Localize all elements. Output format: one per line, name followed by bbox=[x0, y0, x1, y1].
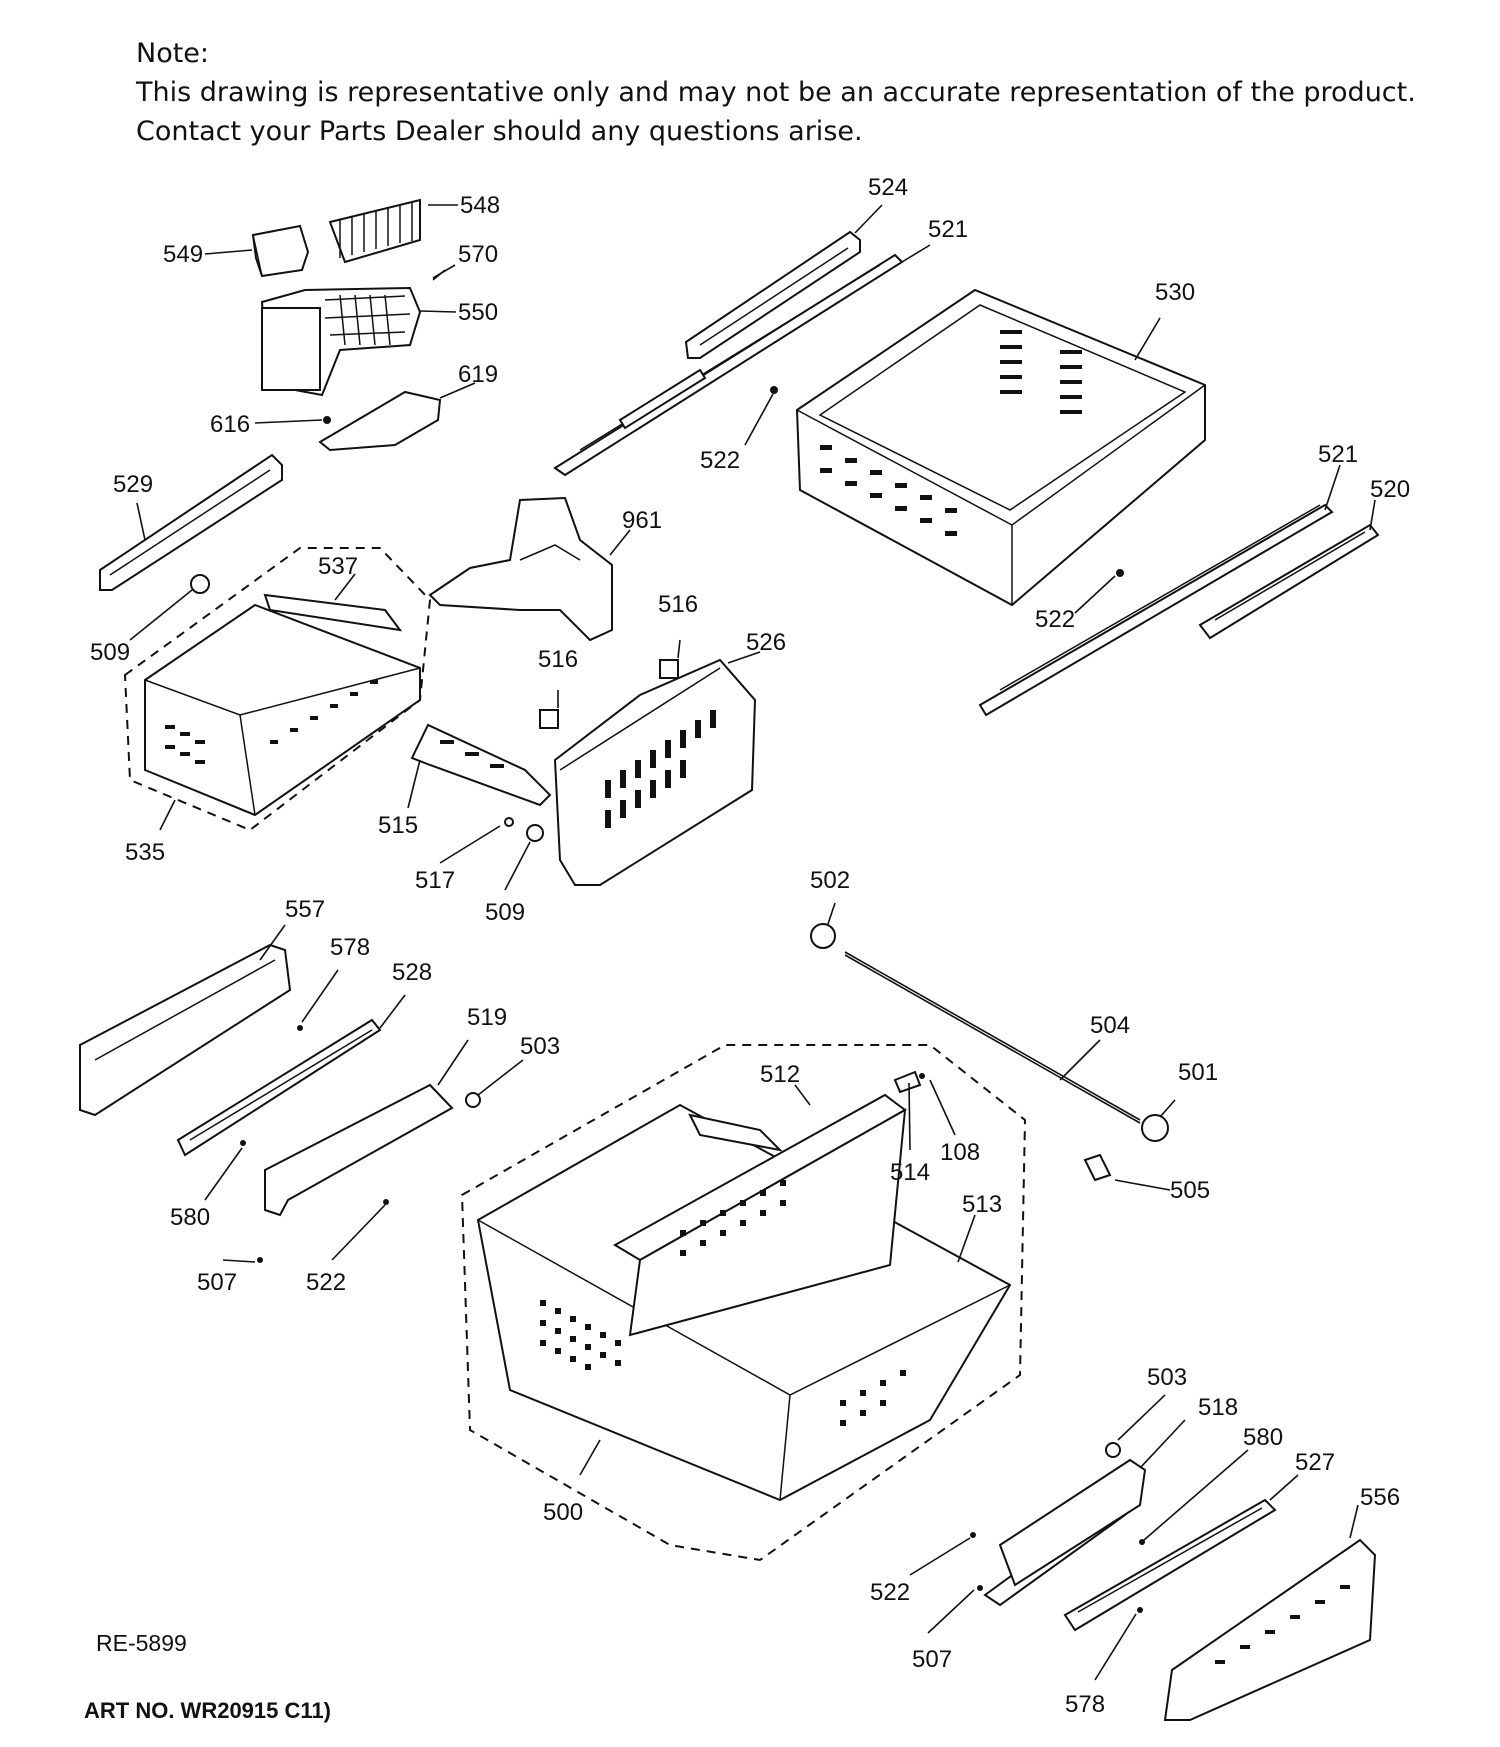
callout-580-right: 580 bbox=[1243, 1424, 1283, 1451]
lower-right-rails bbox=[970, 1442, 1377, 1721]
rod-assembly bbox=[810, 923, 1169, 1182]
note-line-2: Contact your Parts Dealer should any que… bbox=[136, 116, 863, 147]
ice-maker-group bbox=[251, 198, 446, 452]
callout-580-left: 580 bbox=[170, 1204, 210, 1231]
note-heading: Note: bbox=[136, 38, 210, 69]
lower-left-rails bbox=[79, 943, 481, 1263]
callout-505: 505 bbox=[1170, 1177, 1210, 1204]
callout-521-upper: 521 bbox=[928, 216, 968, 243]
callout-515: 515 bbox=[378, 812, 418, 839]
ice-bin-group bbox=[123, 547, 432, 832]
callout-619: 619 bbox=[458, 361, 498, 388]
callout-550: 550 bbox=[458, 299, 498, 326]
callout-516-upper: 516 bbox=[658, 591, 698, 618]
callout-537: 537 bbox=[318, 553, 358, 580]
callout-labels: 548 549 570 550 619 616 524 521 530 522 … bbox=[90, 174, 1410, 1718]
callout-530: 530 bbox=[1155, 279, 1195, 306]
callout-548: 548 bbox=[460, 192, 500, 219]
callout-108: 108 bbox=[940, 1139, 980, 1166]
callout-502: 502 bbox=[810, 867, 850, 894]
disclaimer-note: Note: This drawing is representative onl… bbox=[136, 34, 1416, 151]
callout-557: 557 bbox=[285, 896, 325, 923]
callout-526: 526 bbox=[746, 629, 786, 656]
callout-578-right: 578 bbox=[1065, 1691, 1105, 1718]
right-rail-group bbox=[978, 503, 1380, 717]
callout-504: 504 bbox=[1090, 1012, 1130, 1039]
upper-basket bbox=[795, 288, 1206, 607]
reference-code: RE-5899 bbox=[96, 1630, 187, 1656]
callout-535: 535 bbox=[125, 839, 165, 866]
callout-570: 570 bbox=[458, 241, 498, 268]
left-rail-529 bbox=[99, 453, 283, 594]
callout-522-right: 522 bbox=[1035, 606, 1075, 633]
callout-520: 520 bbox=[1370, 476, 1410, 503]
callout-521-right: 521 bbox=[1318, 441, 1358, 468]
callout-529: 529 bbox=[113, 471, 153, 498]
callout-517: 517 bbox=[415, 867, 455, 894]
note-line-1: This drawing is representative only and … bbox=[136, 77, 1416, 108]
auger-housing-group bbox=[410, 496, 757, 886]
callout-518: 518 bbox=[1198, 1394, 1238, 1421]
callout-528: 528 bbox=[392, 959, 432, 986]
callout-503-right: 503 bbox=[1147, 1364, 1187, 1391]
callout-961: 961 bbox=[622, 507, 662, 534]
callout-500: 500 bbox=[543, 1499, 583, 1526]
callout-616: 616 bbox=[210, 411, 250, 438]
callout-507-left: 507 bbox=[197, 1269, 237, 1296]
callout-512: 512 bbox=[760, 1061, 800, 1088]
callout-519: 519 bbox=[467, 1004, 507, 1031]
callout-514: 514 bbox=[890, 1159, 930, 1186]
art-number: ART NO. WR20915 C11) bbox=[84, 1698, 331, 1723]
callout-522-upper: 522 bbox=[700, 447, 740, 474]
callout-509-center: 509 bbox=[485, 899, 525, 926]
callout-503-center: 503 bbox=[520, 1033, 560, 1060]
callout-516-lower: 516 bbox=[538, 646, 578, 673]
callout-524: 524 bbox=[868, 174, 908, 201]
callout-522-lower: 522 bbox=[870, 1579, 910, 1606]
lower-basket-group bbox=[460, 1044, 1027, 1562]
leader-lines bbox=[129, 204, 1376, 1681]
callout-507-right: 507 bbox=[912, 1646, 952, 1673]
callout-513: 513 bbox=[962, 1191, 1002, 1218]
callout-578-left: 578 bbox=[330, 934, 370, 961]
callout-549: 549 bbox=[163, 241, 203, 268]
callout-527: 527 bbox=[1295, 1449, 1335, 1476]
callout-522-left: 522 bbox=[306, 1269, 346, 1296]
callout-501: 501 bbox=[1178, 1059, 1218, 1086]
callout-556: 556 bbox=[1360, 1484, 1400, 1511]
callout-509-left: 509 bbox=[90, 639, 130, 666]
